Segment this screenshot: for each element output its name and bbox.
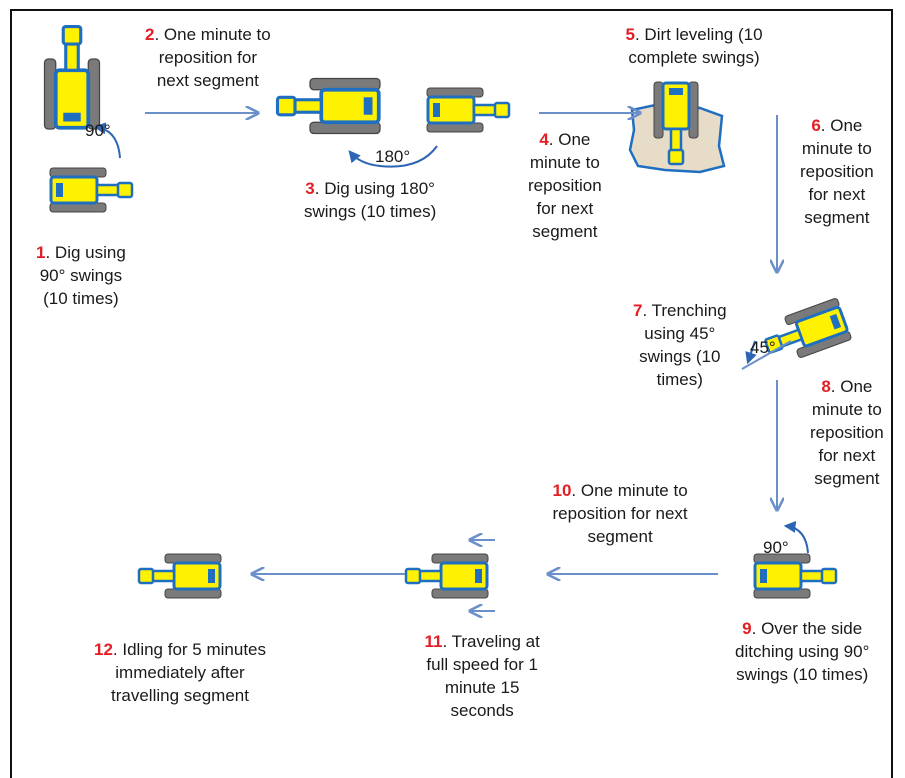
step-label-5: 5. Dirt leveling (10 complete swings) [626, 23, 763, 69]
swing-arc-icon [348, 145, 438, 168]
step-label-2: 2. One minute to reposition for next segme… [145, 23, 271, 92]
step-text: swings (10 times) [736, 665, 869, 684]
step-text: reposition for [158, 48, 257, 67]
step-text: reposition for next [552, 504, 688, 523]
step-label-8: 8. One minute to reposition for next segment [810, 375, 884, 490]
step-text: travelling segment [111, 686, 249, 705]
angle-label-7: 45° [750, 338, 776, 357]
excavator-icon [42, 24, 102, 131]
step-text: . Trenching [642, 301, 727, 320]
step-text: immediately after [115, 663, 245, 682]
step-text: seconds [450, 701, 514, 720]
step-text: swings (10 [639, 347, 721, 366]
excavator-icon [137, 552, 223, 600]
step-text: for next [536, 199, 594, 218]
step-text: minute to [529, 153, 600, 172]
step-text: . One minute to [571, 481, 688, 500]
step-text: for next [818, 446, 876, 465]
angle-label-1: 90° [85, 121, 111, 140]
step-label-11: 11. Traveling at full speed for 1 minute 1… [425, 630, 540, 722]
step-text: . Traveling at [442, 632, 540, 651]
step-label-10: 10. One minute to reposition for next segm… [553, 479, 688, 548]
step-text: . One [830, 377, 873, 396]
swing-arc-icon [745, 340, 757, 365]
step-label-1: 1. Dig using 90° swings (10 times) [36, 241, 126, 310]
angle-label-3: 180° [375, 147, 411, 166]
diagram-frame [10, 9, 893, 778]
step-text: . One minute to [154, 25, 271, 44]
step-number: 12 [94, 640, 113, 659]
step-label-4: 4. One minute to reposition for next segment [528, 128, 602, 243]
step-text: . One [820, 116, 863, 135]
step-text: reposition [810, 423, 884, 442]
step-label-9: 9. Over the side ditching using 90° swings… [735, 617, 869, 686]
step-number: 2 [145, 25, 155, 44]
step-text: . Dig using [45, 243, 126, 262]
step-text: (10 times) [43, 289, 119, 308]
swing-arc-icon [741, 340, 792, 370]
step-text: . Dig using 180° [314, 179, 435, 198]
step-number: 9 [742, 619, 752, 638]
step-label-3: 3. Dig using 180° swings (10 times) [304, 177, 436, 223]
machines-layer [42, 24, 854, 600]
step-text: . Idling for 5 minutes [112, 640, 266, 659]
step-text: segment [587, 527, 653, 546]
step-text: next segment [156, 71, 259, 90]
excavator-icon [275, 76, 382, 136]
step-text: . Over the side [751, 619, 863, 638]
step-label-12: 12. Idling for 5 minutes immediately afte… [94, 638, 266, 707]
excavator-icon [48, 166, 134, 214]
step-number: 10 [552, 481, 572, 500]
step-text: minute to [811, 400, 882, 419]
step-text: segment [814, 469, 880, 488]
step-text: for next [808, 185, 866, 204]
step-text: reposition [800, 162, 874, 181]
step-number: 6 [811, 116, 821, 135]
step-text: times) [656, 370, 703, 389]
swing-arc-icon [93, 122, 121, 159]
step-text: segment [532, 222, 598, 241]
step-text: segment [804, 208, 870, 227]
step-number: 3 [305, 179, 315, 198]
step-number: 7 [633, 301, 643, 320]
step-text: . One [548, 130, 591, 149]
step-label-6: 6. One minute to reposition for next segment [800, 114, 874, 229]
step-text: swings (10 times) [304, 202, 437, 221]
angle-label-9: 90° [763, 538, 789, 557]
step-label-7: 7. Trenching using 45° swings (10 times) [633, 299, 727, 391]
step-text: reposition [528, 176, 602, 195]
step-text: full speed for 1 [426, 655, 538, 674]
step-number: 8 [821, 377, 831, 396]
step-text: minute 15 [444, 678, 520, 697]
swing-arc-icon [783, 520, 809, 554]
step-number: 5 [625, 25, 635, 44]
excavator-icon [752, 552, 838, 600]
excavator-icon [425, 86, 511, 134]
step-text: 90° swings [39, 266, 123, 285]
step-text: minute to [801, 139, 872, 158]
excavator-icon [404, 552, 490, 600]
step-text: using 45° [644, 324, 716, 343]
arrows-layer [93, 113, 809, 611]
step-text: . Dirt leveling (10 [634, 25, 763, 44]
step-text: ditching using 90° [735, 642, 870, 661]
step-number: 4 [539, 130, 549, 149]
step-number: 11 [424, 632, 443, 651]
step-text: complete swings) [628, 48, 760, 67]
step-number: 1 [36, 243, 46, 262]
